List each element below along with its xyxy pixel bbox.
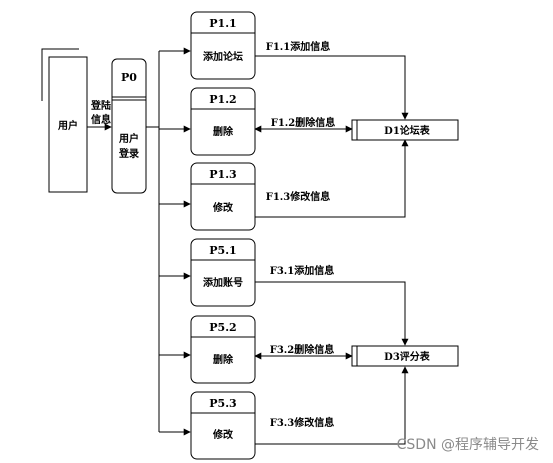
process-name: 修改 bbox=[212, 428, 234, 441]
process-name: 添加账号 bbox=[203, 276, 243, 289]
process-p1-2: P1.2 删除 bbox=[190, 87, 256, 156]
process-name: 删除 bbox=[213, 125, 234, 138]
login-info-label-line2: 信息 bbox=[91, 113, 111, 126]
login-info-label-line1: 登陆 bbox=[90, 99, 111, 112]
process-p0-id: P0 bbox=[121, 71, 137, 84]
external-entity-label: 用户 bbox=[57, 119, 78, 132]
process-p1-3: P1.3 修改 bbox=[190, 162, 256, 231]
process-name: 删除 bbox=[213, 353, 234, 366]
flows-d1: F1.1添加信息 F1.2删除信息 F1.3修改信息 bbox=[254, 40, 409, 218]
data-store-label: D3评分表 bbox=[384, 350, 431, 363]
flow-label-f1-1: F1.1添加信息 bbox=[266, 40, 331, 53]
process-p1-1: P1.1 添加论坛 bbox=[190, 11, 256, 80]
data-store-d1: D1论坛表 bbox=[351, 119, 459, 141]
process-p0-name-line2: 登录 bbox=[118, 147, 139, 160]
flow-label-f3-3: F3.3修改信息 bbox=[270, 416, 335, 429]
process-id: P5.1 bbox=[209, 244, 236, 257]
flow-label-f3-1: F3.1添加信息 bbox=[270, 264, 335, 277]
process-p0-name-line1: 用户 bbox=[118, 132, 139, 145]
data-store-d3: D3评分表 bbox=[351, 345, 459, 367]
process-id: P1.1 bbox=[209, 17, 236, 30]
data-store-label: D1论坛表 bbox=[384, 124, 431, 137]
flow-label-f1-2: F1.2删除信息 bbox=[271, 116, 336, 129]
process-name: 添加论坛 bbox=[203, 50, 243, 63]
process-p5-3: P5.3 修改 bbox=[190, 391, 256, 460]
watermark: CSDN @程序辅导开发 bbox=[397, 437, 539, 453]
branch-connectors bbox=[146, 47, 191, 436]
process-p0: P0 用户 登录 bbox=[111, 58, 147, 194]
process-id: P5.3 bbox=[209, 397, 236, 410]
process-p5-2: P5.2 删除 bbox=[190, 315, 256, 384]
external-entity-user: 用户 bbox=[41, 48, 88, 193]
process-id: P5.2 bbox=[209, 321, 236, 334]
flow-label-f3-2: F3.2删除信息 bbox=[270, 343, 335, 356]
flow-label-f1-3: F1.3修改信息 bbox=[266, 190, 331, 203]
process-id: P1.2 bbox=[209, 93, 236, 106]
login-info-flow: 登陆 信息 bbox=[87, 99, 112, 131]
flows-d3: F3.1添加信息 F3.2删除信息 F3.3修改信息 bbox=[254, 264, 409, 445]
process-name: 修改 bbox=[212, 201, 234, 214]
process-id: P1.3 bbox=[209, 168, 236, 181]
process-p5-1: P5.1 添加账号 bbox=[190, 238, 256, 307]
